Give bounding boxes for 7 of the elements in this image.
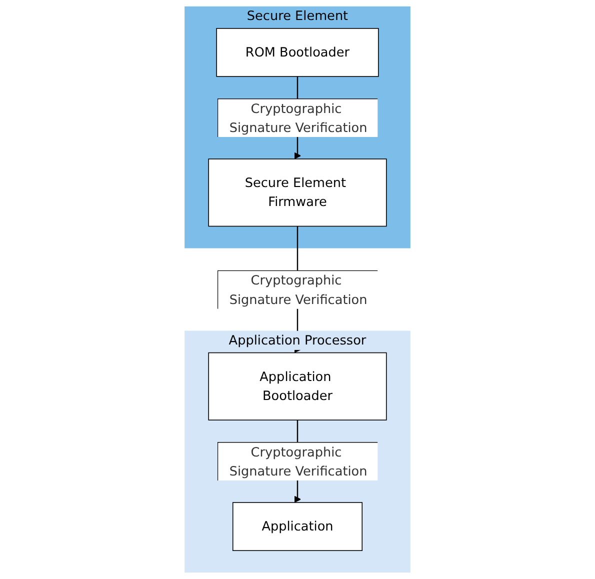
node-box: ROM Bootloader — [216, 28, 379, 77]
edge-label: Cryptographic Signature Verification — [229, 272, 368, 308]
node-box: Application — [232, 502, 363, 551]
node-box: Secure Element Firmware — [208, 158, 387, 227]
node-box: Application Bootloader — [208, 352, 387, 420]
edge-label: Cryptographic Signature Verification — [229, 100, 368, 136]
edge-label: Cryptographic Signature Verification — [229, 444, 368, 479]
